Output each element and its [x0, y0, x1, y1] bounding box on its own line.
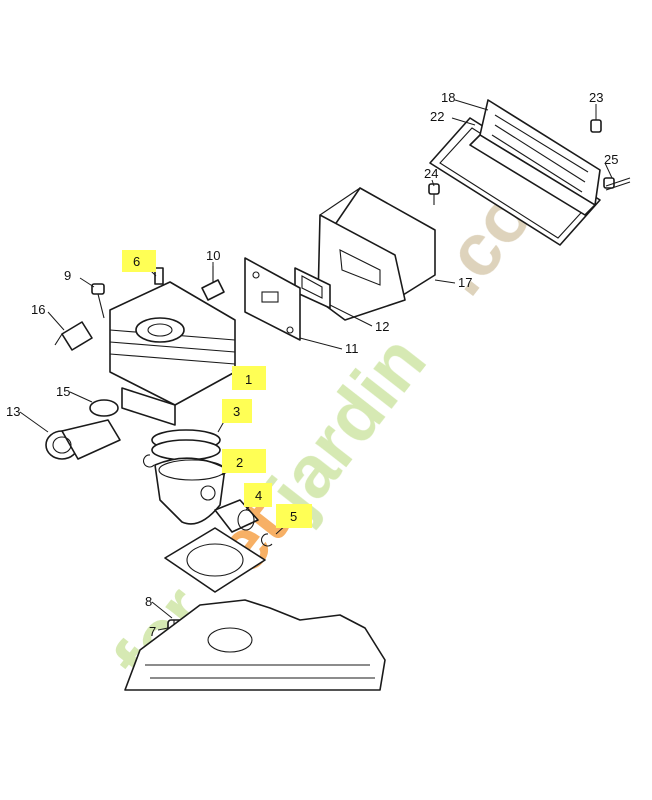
callout-23: 23: [589, 90, 603, 105]
part-5-circlip: [143, 454, 273, 547]
callout-10: 10: [206, 248, 220, 263]
highlight-6: [122, 250, 156, 272]
callout-24: 24: [424, 166, 438, 181]
crankcase: [124, 599, 386, 691]
highlight-4: [244, 483, 272, 507]
callout-6: 6: [133, 254, 140, 269]
part-17-muffler: [317, 187, 436, 321]
callout-3: 3: [233, 404, 240, 419]
callout-2: 2: [236, 455, 243, 470]
highlight-2: [222, 449, 266, 473]
callout-25: 25: [604, 152, 618, 167]
callout-5: 5: [290, 509, 297, 524]
callout-13: 13: [6, 404, 20, 419]
callout-labels: 1 2 3 4 5 6 7 8 9 10 11 12 13 15 16 17 1…: [6, 90, 618, 639]
callout-12: 12: [375, 319, 389, 334]
part-1-cylinder: [109, 281, 236, 426]
part-16-spark-plug: [54, 321, 93, 351]
part-24-screw: [428, 183, 440, 205]
callout-15: 15: [56, 384, 70, 399]
callout-17: 17: [458, 275, 472, 290]
part-10-valve: [201, 266, 225, 301]
callout-22: 22: [430, 109, 444, 124]
part-25-screw: [603, 177, 631, 191]
base-gasket: [164, 527, 266, 593]
callout-9: 9: [64, 268, 71, 283]
part-6-stud: [154, 267, 164, 285]
part-23-screw: [590, 104, 602, 133]
part-2-piston: [154, 457, 226, 525]
callout-4: 4: [255, 488, 262, 503]
callout-highlights: [122, 250, 312, 528]
callout-1: 1: [245, 372, 252, 387]
callout-11: 11: [345, 341, 359, 356]
highlight-3: [222, 399, 252, 423]
callout-8: 8: [145, 594, 152, 609]
part-12-gasket: [294, 267, 331, 309]
callout-7: 7: [149, 624, 156, 639]
part-15-clamp: [89, 399, 119, 417]
highlight-1: [232, 366, 266, 390]
part-18-cover: [469, 99, 601, 216]
callout-18: 18: [441, 90, 455, 105]
part-3-piston-rings: [151, 429, 221, 461]
part-11-plate: [244, 257, 301, 341]
highlight-5: [276, 504, 312, 528]
callout-16: 16: [31, 302, 45, 317]
part-13-intake: [45, 419, 121, 460]
part-9-screw: [91, 283, 105, 319]
